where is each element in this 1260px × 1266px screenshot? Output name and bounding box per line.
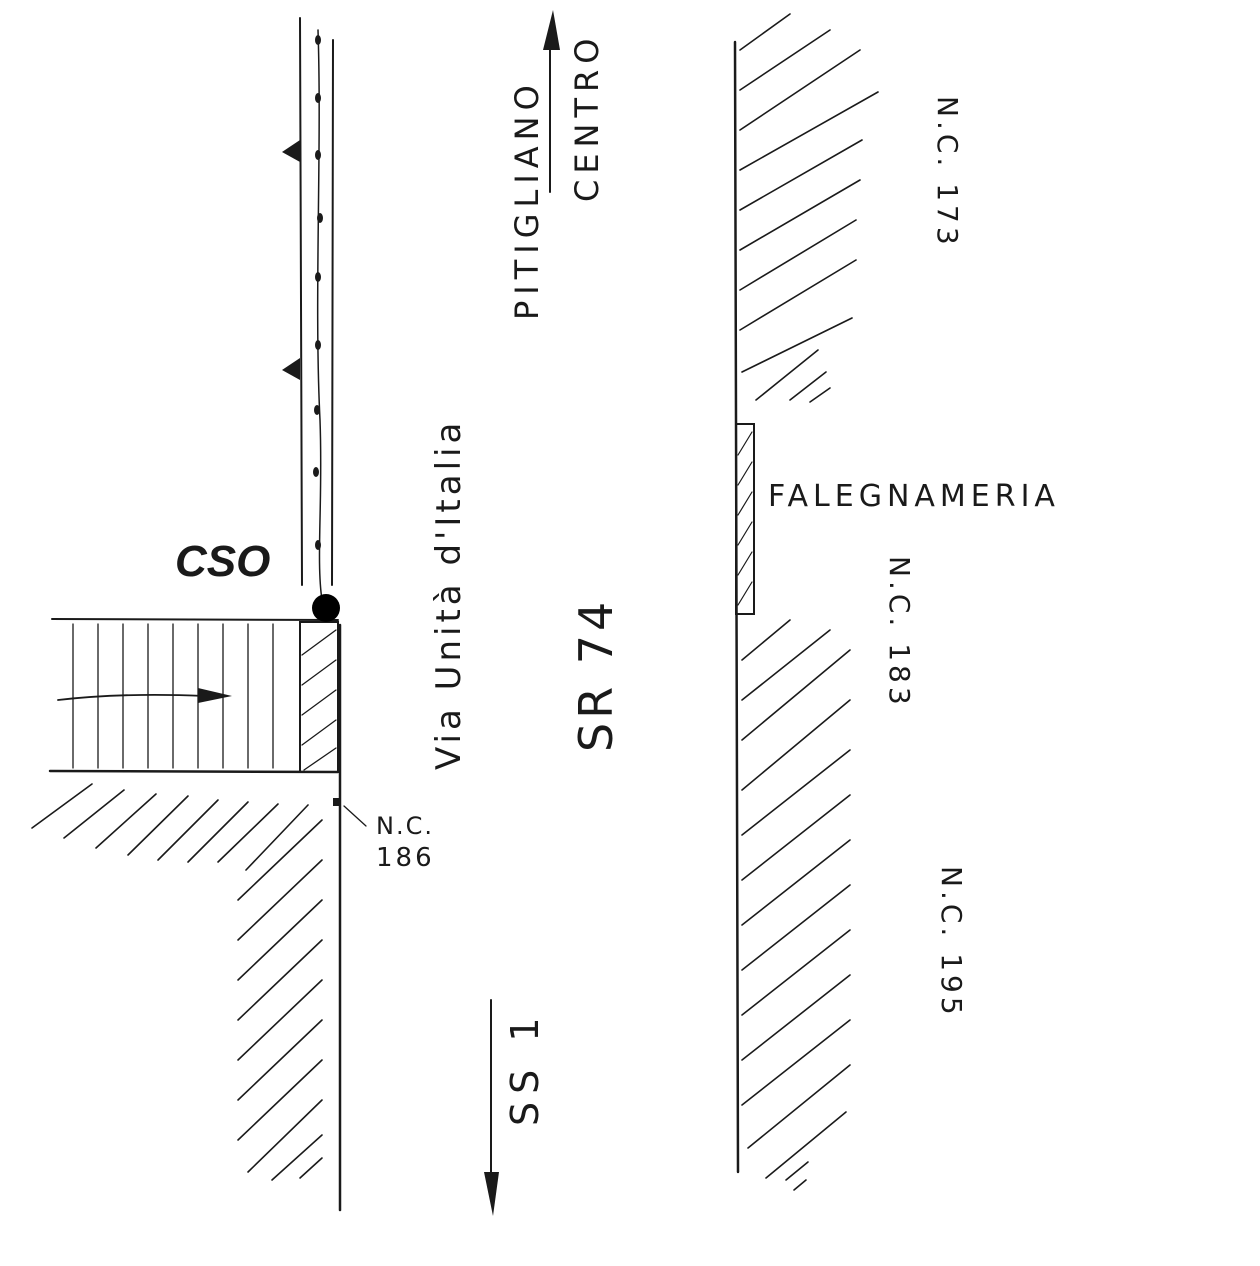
house-number-186-line1: N.C.	[376, 812, 434, 840]
triangle-marker-icon	[282, 358, 300, 380]
falegnameria-building	[735, 423, 755, 615]
direction-north-line2: CENTRO	[568, 33, 606, 202]
side-street	[48, 618, 340, 774]
cso-marker	[312, 594, 340, 622]
direction-north-line1: PITIGLIANO	[508, 79, 546, 320]
house-number-186-line2: 186	[376, 843, 435, 873]
side-street-arrow	[57, 693, 206, 701]
arrow-up-icon	[543, 10, 560, 50]
side-path	[282, 17, 334, 601]
house-number-183: N.C. 183	[883, 556, 916, 709]
street-name-label: Via Unità d'Italia	[429, 419, 469, 770]
building-hatch-northeast	[739, 13, 879, 403]
building-hatch-southeast	[741, 619, 851, 1191]
gate-block	[299, 621, 339, 773]
path-dots	[313, 35, 323, 550]
building-hatch-southwest	[31, 783, 323, 1181]
direction-south-label: SS 1	[503, 1010, 547, 1127]
house-number-173: N.C. 173	[931, 96, 964, 249]
nc186-leader	[343, 805, 367, 827]
cso-label: CSO	[175, 537, 270, 586]
triangle-marker-icon	[282, 140, 300, 162]
nc186-tick	[333, 798, 339, 806]
arrow-right-icon	[198, 688, 232, 703]
road-code-label: SR 74	[569, 598, 623, 752]
arrow-down-icon	[484, 1172, 499, 1216]
falegnameria-label: FALEGNAMERIA	[768, 479, 1060, 514]
house-number-195: N.C. 195	[935, 866, 968, 1019]
